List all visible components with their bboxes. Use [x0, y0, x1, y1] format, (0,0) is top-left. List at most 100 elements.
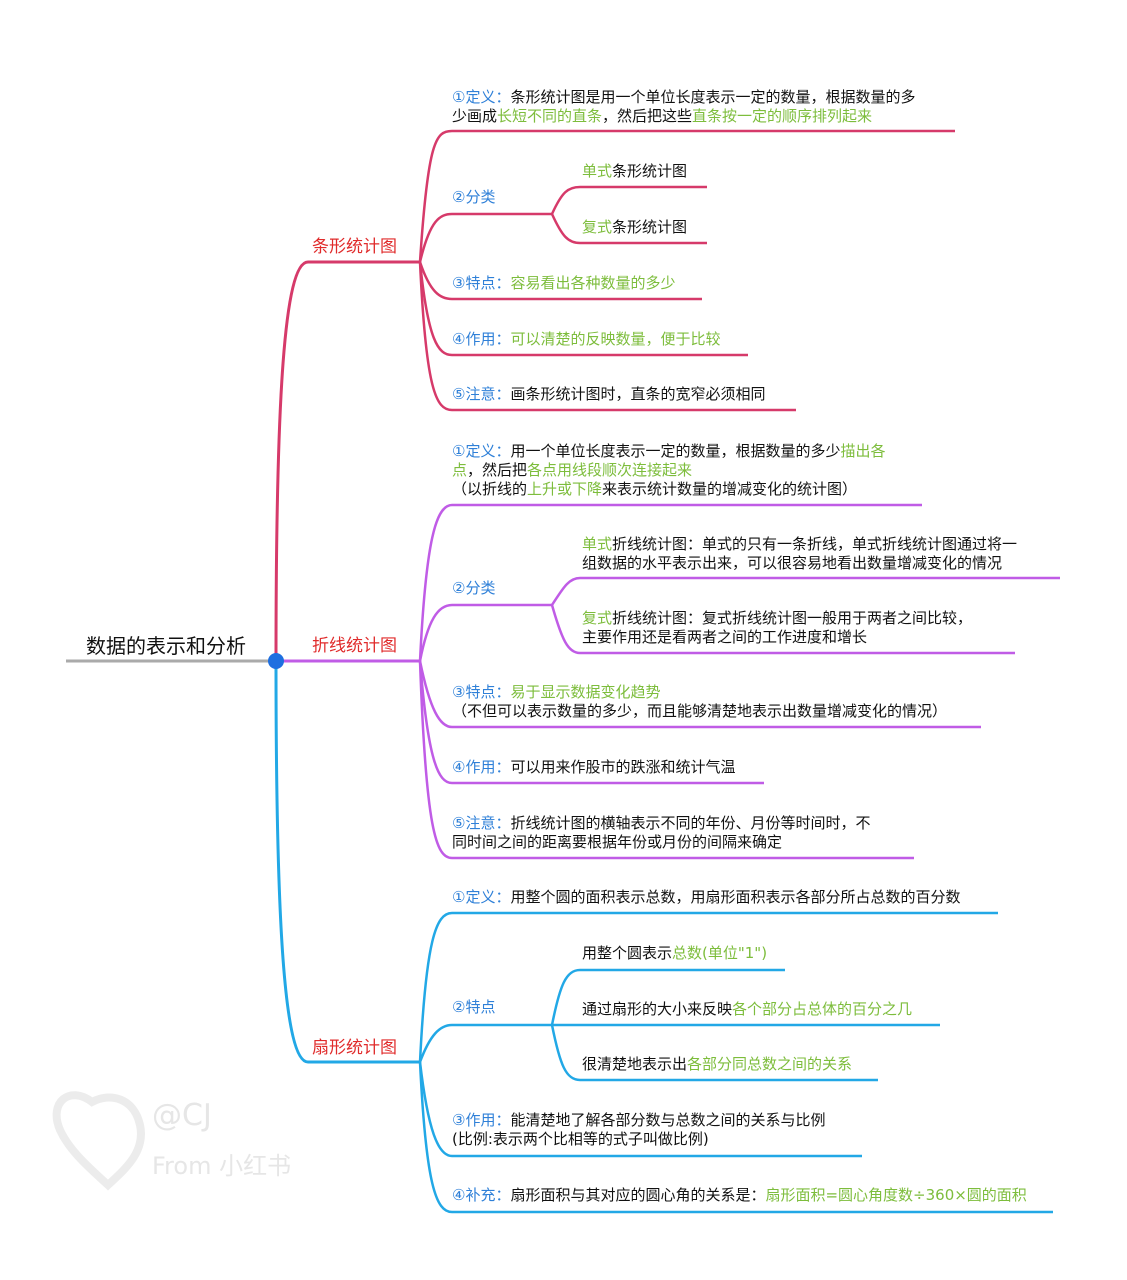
bar-class-single: 单式条形统计图 — [582, 162, 687, 181]
pie-feature-2-highlight: 各个部分占总体的百分之几 — [732, 1000, 913, 1018]
bar-note: ⑤注意：画条形统计图时，直条的宽窄必须相同 — [452, 385, 765, 404]
bar-feature: ③特点：容易看出各种数量的多少 — [452, 274, 675, 293]
line-class-single: 单式折线统计图：单式的只有一条折线，单式折线统计图通过将一 组数据的水平表示出来… — [582, 535, 1017, 573]
bar-classification-label: ②分类 — [452, 188, 496, 206]
connector-line-note — [418, 660, 914, 860]
line-def-text-h: 来表示统计数量的增减变化的统计图） — [602, 480, 858, 498]
category-bar-chart: 条形统计图 — [312, 237, 397, 257]
root-title: 数据的表示和分析 — [86, 634, 246, 658]
pie-feature-2: 通过扇形的大小来反映各个部分占总体的百分之几 — [582, 1000, 912, 1019]
pie-supp-text: 扇形面积与其对应的圆心角的关系是： — [510, 1186, 766, 1204]
pie-definition: ①定义：用整个圆的面积表示总数，用扇形面积表示各部分所占总数的百分数 — [452, 888, 960, 907]
bar-definition: ①定义：条形统计图是用一个单位长度表示一定的数量，根据数量的多 少画成长短不同的… — [452, 88, 915, 126]
connector-bar-note — [418, 261, 796, 412]
line-classification-label: ②分类 — [452, 579, 496, 597]
bar-use-text: 可以清楚的反映数量，便于比较 — [510, 330, 721, 348]
connector-pie-def — [418, 911, 998, 1063]
pie-use-text-a: 能清楚地了解各部分数与总数之间的关系与比例 — [510, 1111, 826, 1129]
connector-line-cls — [418, 603, 552, 662]
pie-feature-label: ②特点 — [452, 998, 496, 1016]
pie-feature-3: 很清楚地表示出各部分同总数之间的关系 — [582, 1055, 852, 1074]
line-feature-text: 易于显示数据变化趋势 — [510, 683, 661, 701]
connector-line-cls-2 — [550, 604, 1015, 655]
connector-line-def — [418, 503, 922, 662]
pie-def-text: 用整个圆的面积表示总数，用扇形面积表示各部分所占总数的百分数 — [510, 888, 961, 906]
connector-bar-use — [418, 261, 748, 357]
line-class-compound: 复式折线统计图：复式折线统计图一般用于两者之间比较， 主要作用还是看两者之间的工… — [582, 609, 972, 647]
bar-feature-text: 容易看出各种数量的多少 — [510, 274, 676, 292]
watermark-source: From 小红书 — [152, 1152, 292, 1180]
connector-pie-feat-1 — [550, 968, 785, 1026]
connector-pie-use — [418, 1061, 862, 1158]
connector-bar-feat — [418, 261, 702, 301]
line-def-highlight-3: 各点用线段顺次连接起来 — [527, 461, 693, 479]
line-use: ④作用：可以用来作股市的跌涨和统计气温 — [452, 758, 735, 777]
connector-root-bar — [274, 260, 420, 662]
pie-feature-1-highlight: 总数(单位"1") — [672, 944, 768, 962]
connector-pie-supp — [418, 1061, 1053, 1214]
line-note-text-b: 同时间之间的距离要根据年份或月份的间隔来确定 — [452, 833, 783, 851]
line-def-highlight-1: 描出各 — [840, 442, 886, 460]
line-note-text-a: 折线统计图的横轴表示不同的年份、月份等时间时，不 — [510, 814, 871, 832]
connector-bar-cls-1 — [550, 185, 707, 215]
line-feature-label: ③特点： — [452, 683, 511, 701]
line-def-text-a: 用一个单位长度表示一定的数量，根据数量的多少 — [510, 442, 841, 460]
line-class-single-text-2: 组数据的水平表示出来，可以很容易地看出数量增减变化的情况 — [582, 554, 1003, 572]
line-feature-subtext: （不但可以表示数量的多少，而且能够清楚地表示出数量增减变化的情况） — [452, 702, 948, 720]
bar-note-label: ⑤注意： — [452, 385, 511, 403]
line-class-compound-text-2: 主要作用还是看两者之间的工作进度和增长 — [582, 628, 868, 646]
pie-feature-1-text: 用整个圆表示 — [582, 944, 673, 962]
connector-bar-def — [418, 129, 955, 263]
connector-line-feat — [418, 660, 981, 729]
connector-line-cls-1 — [550, 576, 1060, 606]
bar-class-single-highlight: 单式 — [582, 162, 613, 180]
connector-pie-feat-3 — [550, 1024, 878, 1082]
line-def-highlight-2: 点 — [452, 461, 468, 479]
line-note: ⑤注意：折线统计图的横轴表示不同的年份、月份等时间时，不 同时间之间的距离要根据… — [452, 814, 870, 852]
line-def-text-d: ，然后把 — [467, 461, 528, 479]
line-feature: ③特点：易于显示数据变化趋势 （不但可以表示数量的多少，而且能够清楚地表示出数量… — [452, 683, 947, 721]
connector-bar-cls-2 — [550, 213, 707, 245]
line-class-single-text-1: 折线统计图：单式的只有一条折线，单式折线统计图通过将一 — [612, 535, 1018, 553]
bar-class-compound-highlight: 复式 — [582, 218, 613, 236]
connector-pie-feat — [418, 1023, 552, 1063]
connector-bar-cls — [418, 212, 552, 263]
pie-supplement: ④补充：扇形面积与其对应的圆心角的关系是：扇形面积=圆心角度数÷360×圆的面积 — [452, 1186, 1027, 1205]
pie-use-text-b: (比例:表示两个比相等的式子叫做比例) — [452, 1130, 709, 1148]
watermark-heart-logo — [52, 1091, 145, 1191]
pie-feature-1: 用整个圆表示总数(单位"1") — [582, 944, 767, 963]
bar-def-text-d: ，然后把这些 — [602, 107, 693, 125]
pie-feature-2-text: 通过扇形的大小来反映 — [582, 1000, 733, 1018]
line-def-highlight-4: 上升或下降 — [527, 480, 603, 498]
bar-def-text-a: 条形统计图是用一个单位长度表示一定的数量，根据数量的多 — [510, 88, 916, 106]
root-node-dot — [268, 653, 284, 669]
line-class-compound-text-1: 折线统计图：复式折线统计图一般用于两者之间比较， — [612, 609, 973, 627]
line-class-compound-highlight: 复式 — [582, 609, 613, 627]
line-def-label: ①定义： — [452, 442, 511, 460]
bar-note-text: 画条形统计图时，直条的宽窄必须相同 — [510, 385, 766, 403]
bar-def-label: ①定义： — [452, 88, 511, 106]
line-use-label: ④作用： — [452, 758, 511, 776]
line-use-text: 可以用来作股市的跌涨和统计气温 — [510, 758, 736, 776]
watermark-handle: @CJ — [152, 1098, 212, 1133]
line-def-text-f: （以折线的 — [452, 480, 528, 498]
pie-supp-label: ④补充： — [452, 1186, 511, 1204]
pie-feature-3-highlight: 各部分同总数之间的关系 — [687, 1055, 853, 1073]
bar-def-highlight-1: 长短不同的直条 — [497, 107, 603, 125]
category-pie-chart: 扇形统计图 — [312, 1038, 397, 1058]
bar-def-highlight-2: 直条按一定的顺序排列起来 — [692, 107, 873, 125]
pie-use-label: ③作用： — [452, 1111, 511, 1129]
category-line-chart: 折线统计图 — [312, 636, 397, 656]
line-note-label: ⑤注意： — [452, 814, 511, 832]
bar-feature-label: ③特点： — [452, 274, 511, 292]
line-class-single-highlight: 单式 — [582, 535, 613, 553]
pie-feature-3-text: 很清楚地表示出 — [582, 1055, 688, 1073]
bar-class-compound: 复式条形统计图 — [582, 218, 687, 237]
pie-use: ③作用：能清楚地了解各部分数与总数之间的关系与比例 (比例:表示两个比相等的式子… — [452, 1111, 825, 1149]
bar-class-single-text: 条形统计图 — [612, 162, 688, 180]
pie-def-label: ①定义： — [452, 888, 511, 906]
line-definition: ①定义：用一个单位长度表示一定的数量，根据数量的多少描出各 点，然后把各点用线段… — [452, 442, 885, 499]
bar-class-compound-text: 条形统计图 — [612, 218, 688, 236]
pie-supp-formula: 扇形面积=圆心角度数÷360×圆的面积 — [765, 1186, 1027, 1204]
